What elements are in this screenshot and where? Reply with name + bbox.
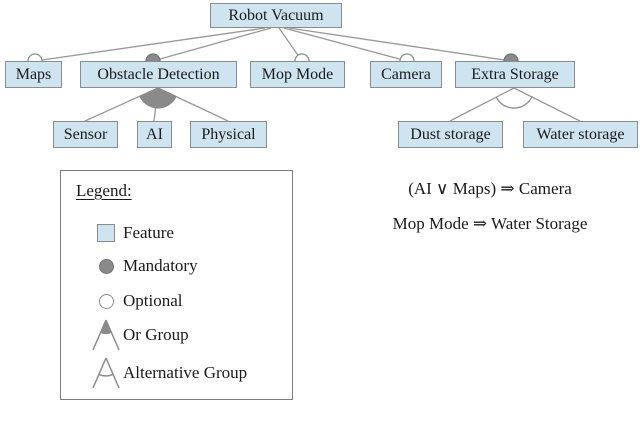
feature-node-maps: Maps: [5, 61, 62, 88]
alternative-group-open-arc: [495, 96, 533, 109]
feature-node-physical: Physical: [190, 121, 267, 148]
or-group-filled-arc: [139, 87, 177, 109]
feature-node-camera: Camera: [370, 61, 442, 88]
feature-node-sensor: Sensor: [53, 121, 118, 148]
edge-storage-water: [513, 87, 581, 122]
feature-node-dust-storage: Dust storage: [398, 121, 503, 148]
feature-node-mop-mode: Mop Mode: [250, 61, 345, 88]
constraint-ai-maps-camera: (AI ∨ Maps) ⇒ Camera: [408, 179, 572, 198]
edge-root-obstacle-detection: [152, 27, 272, 62]
legend-item-mandatory: Mandatory: [89, 253, 198, 279]
legend-item-label: Feature: [123, 223, 174, 242]
optional-open-circle-icon: [89, 293, 123, 309]
cross-tree-constraints: (AI ∨ Maps) ⇒ Camera Mop Mode ⇒ Water St…: [340, 179, 640, 249]
feature-node-robot-vacuum: Robot Vacuum: [210, 3, 342, 28]
or-group-filled-arc-icon: [89, 318, 123, 352]
legend-item-label: Or Group: [123, 325, 189, 344]
legend-title: Legend:: [76, 181, 132, 200]
feature-node-extra-storage: Extra Storage: [455, 61, 575, 88]
feature-square-icon: [89, 224, 123, 242]
legend-item-label: Alternative Group: [123, 363, 248, 382]
legend-item-optional: Optional: [89, 288, 183, 314]
edge-storage-dust: [449, 87, 515, 122]
legend-item-label: Mandatory: [123, 256, 198, 275]
legend-item-feature: Feature: [89, 220, 174, 246]
constraint-mop-mode-water-storage: Mop Mode ⇒ Water Storage: [392, 214, 588, 233]
edge-root-camera: [283, 27, 408, 62]
legend-item-label: Optional: [123, 291, 183, 310]
feature-node-water-storage: Water storage: [523, 121, 638, 148]
alternative-group-open-arc-icon: [89, 356, 123, 390]
legend-item-or-group: Or Group: [89, 317, 189, 353]
feature-node-ai: AI: [137, 121, 172, 148]
edge-root-maps: [34, 27, 266, 62]
mandatory-filled-circle-icon: [89, 258, 123, 274]
legend-item-alternative-group: Alternative Group: [89, 355, 247, 391]
edge-root-extra-storage: [288, 27, 512, 62]
legend-box: Legend: Feature Mandatory Optional Or Gr…: [60, 170, 293, 400]
feature-node-obstacle-detection: Obstacle Detection: [80, 61, 237, 88]
